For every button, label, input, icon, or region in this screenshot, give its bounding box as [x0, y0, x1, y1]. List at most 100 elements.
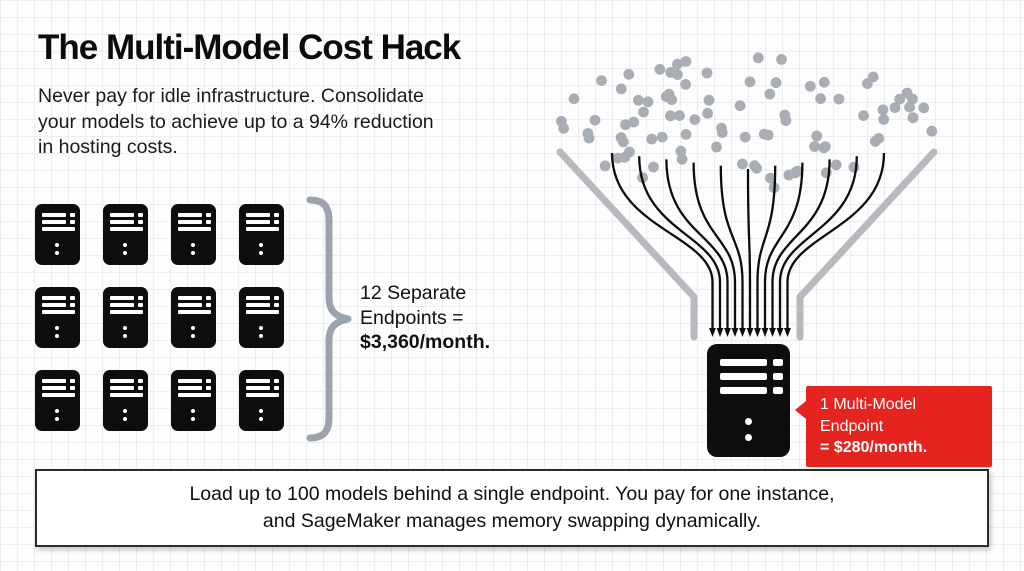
model-dot-icon	[568, 93, 580, 105]
server-grid	[35, 204, 284, 431]
model-dot-icon	[804, 80, 816, 92]
price-callout: 1 Multi-Model Endpoint = $280/month.	[795, 386, 992, 467]
model-dot-icon	[737, 158, 748, 170]
arrow-down-icon	[769, 328, 776, 337]
arrow-down-icon	[754, 328, 761, 337]
model-dot-icon	[904, 101, 915, 113]
callout-pointer-icon	[795, 401, 806, 419]
arrow-down-icon	[739, 328, 746, 337]
model-dot-icon	[770, 77, 782, 89]
endpoint-server-icon	[707, 344, 790, 457]
callout-price: = $280/month.	[820, 439, 928, 456]
flow-line	[692, 162, 737, 329]
model-dot-icon	[646, 133, 658, 145]
flow-line	[778, 156, 858, 329]
flow-line	[786, 152, 886, 329]
model-dot-icon	[676, 153, 688, 165]
server-tower-icon	[239, 287, 284, 348]
server-tower-icon	[35, 204, 80, 265]
model-dot-icon	[656, 131, 668, 143]
model-dot-icon	[739, 131, 751, 143]
footer-line: and SageMaker manages memory swapping dy…	[262, 510, 762, 532]
flow-line	[746, 168, 752, 329]
model-dot-icon	[665, 110, 676, 122]
model-dot-icon	[674, 110, 685, 121]
flow-line	[719, 165, 744, 329]
model-dot-icon	[623, 68, 635, 80]
endpoints-cost-label: 12 Separate Endpoints = $3,360/month.	[360, 281, 490, 355]
flow-line	[756, 165, 777, 329]
cost-label-line: 12 Separate	[360, 282, 467, 304]
arrow-down-icon	[761, 328, 769, 337]
flow-line	[638, 156, 722, 329]
model-dot-icon	[758, 128, 770, 140]
footer-note: Load up to 100 models behind a single en…	[35, 469, 989, 547]
model-dot-icon	[680, 56, 692, 67]
model-dot-icon	[894, 93, 906, 105]
cost-label-line: Endpoints =	[360, 306, 464, 329]
model-dot-icon	[907, 93, 918, 105]
server-tower-icon	[103, 287, 148, 348]
model-dot-icon	[752, 52, 764, 64]
model-dot-icon	[583, 132, 595, 144]
model-dot-icon	[792, 165, 803, 177]
model-dot-icon	[869, 135, 881, 147]
page-title: The Multi-Model Cost Hack	[38, 28, 461, 67]
model-dot-icon	[765, 172, 776, 184]
funnel-diagram	[556, 52, 938, 341]
funnel-wall-right-icon	[796, 148, 938, 341]
model-dot-icon	[672, 58, 683, 70]
funnel-wall-left-icon	[556, 148, 698, 341]
model-dot-icon	[744, 76, 756, 88]
model-dot-icon	[628, 116, 640, 128]
server-tower-icon	[171, 204, 216, 265]
flow-line	[665, 159, 729, 329]
server-tower-icon	[239, 204, 284, 265]
model-dot-icon	[751, 162, 762, 174]
model-dot-icon	[589, 114, 601, 126]
model-dot-icon	[734, 100, 746, 112]
server-tower-icon	[239, 370, 284, 431]
model-dot-icon	[638, 106, 649, 118]
model-dot-icon	[615, 83, 627, 95]
model-dot-icon	[654, 63, 666, 75]
model-dot-icon	[703, 94, 715, 106]
arrow-down-icon	[776, 328, 784, 337]
model-dot-icon	[596, 75, 607, 86]
model-dot-icon	[889, 102, 901, 113]
model-dot-icon	[918, 102, 930, 114]
callout-label: 1 Multi-Model Endpoint	[820, 396, 917, 435]
page-subtitle: Never pay for idle infrastructure. Conso…	[38, 84, 434, 161]
model-dot-icon	[680, 79, 691, 90]
model-dot-icon	[877, 104, 889, 116]
model-dot-icon	[862, 78, 873, 89]
model-dot-icon	[617, 136, 629, 148]
server-tower-icon	[103, 370, 148, 431]
model-dot-icon	[672, 69, 683, 80]
model-dot-icon	[815, 93, 826, 105]
model-dot-icon	[558, 122, 569, 134]
model-dot-icon	[675, 145, 687, 157]
model-dot-icon	[642, 96, 654, 108]
model-dot-icon	[776, 54, 787, 65]
server-tower-icon	[35, 370, 80, 431]
flow-line	[771, 159, 831, 329]
arrow-down-icon	[724, 328, 731, 337]
arrow-down-icon	[731, 328, 739, 337]
server-tower-icon	[171, 287, 216, 348]
arrow-down-icon	[784, 328, 791, 337]
server-tower-icon	[171, 370, 216, 431]
arrow-down-icon	[746, 328, 754, 337]
model-dot-icon	[666, 94, 678, 106]
flow-line	[763, 162, 804, 329]
model-dot-icon	[612, 152, 623, 164]
model-dot-icon	[830, 159, 842, 171]
server-tower-icon	[35, 287, 80, 348]
flow-line	[610, 152, 714, 329]
model-dot-icon	[689, 114, 701, 125]
curly-brace-icon	[306, 196, 352, 442]
subtitle-line: in hosting costs.	[38, 136, 178, 158]
endpoints-price: $3,360/month.	[360, 331, 491, 353]
model-dot-icon	[926, 125, 938, 137]
